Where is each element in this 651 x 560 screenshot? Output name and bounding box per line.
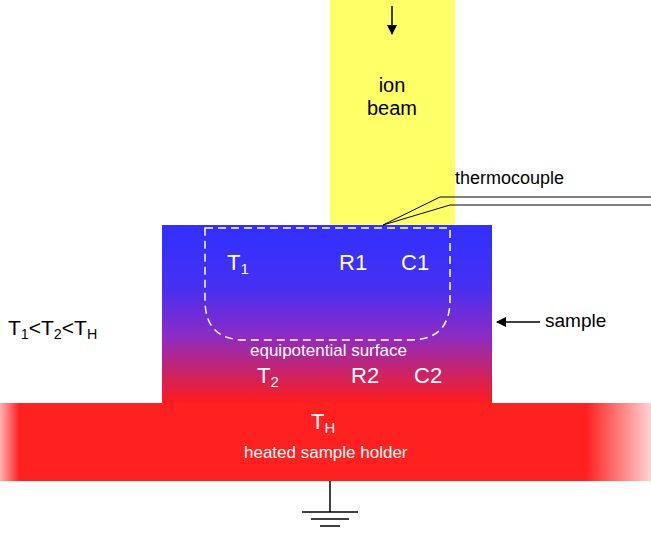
temperature-symbol: TH (311, 409, 335, 434)
sample-block: equipotential surfaceT2 R2 C2 T1 R1 C1 (162, 225, 492, 403)
ground-symbol (302, 511, 358, 513)
surface-label: equipotential surface (250, 341, 407, 361)
thermocouple-label: thermocouple (455, 168, 564, 189)
ground-symbol (329, 481, 331, 512)
temperature-relation: T1<T2<TH (8, 316, 97, 340)
resistance-symbol: R1 (339, 250, 367, 275)
sample-label: sample (545, 310, 606, 332)
equipotential-region: T1 R1 C1 (205, 228, 450, 340)
temperature-symbol: T1 (227, 250, 249, 275)
ion-beam-shape (330, 0, 455, 226)
capacitance-symbol: C2 (414, 363, 442, 388)
sample-shape (162, 225, 492, 403)
resistance-symbol: R2 (351, 363, 379, 388)
holder-label: heated sample holder (244, 443, 408, 463)
beam-direction-arrow (391, 6, 393, 34)
heated-holder: TH heated sample holder (0, 403, 651, 481)
capacitance-symbol: C1 (401, 250, 429, 275)
holder-shape (0, 403, 651, 481)
equipotential-outline (205, 228, 450, 340)
thermocouple-wire (383, 205, 651, 225)
ground-symbol (311, 518, 349, 520)
thermocouple-wire (383, 197, 651, 225)
ion-beam: ion beam (330, 0, 455, 225)
leader-arrow (497, 321, 540, 323)
temperature-symbol: T2 (257, 363, 279, 388)
ground-symbol (320, 525, 340, 527)
beam-label: ion beam (357, 74, 427, 120)
